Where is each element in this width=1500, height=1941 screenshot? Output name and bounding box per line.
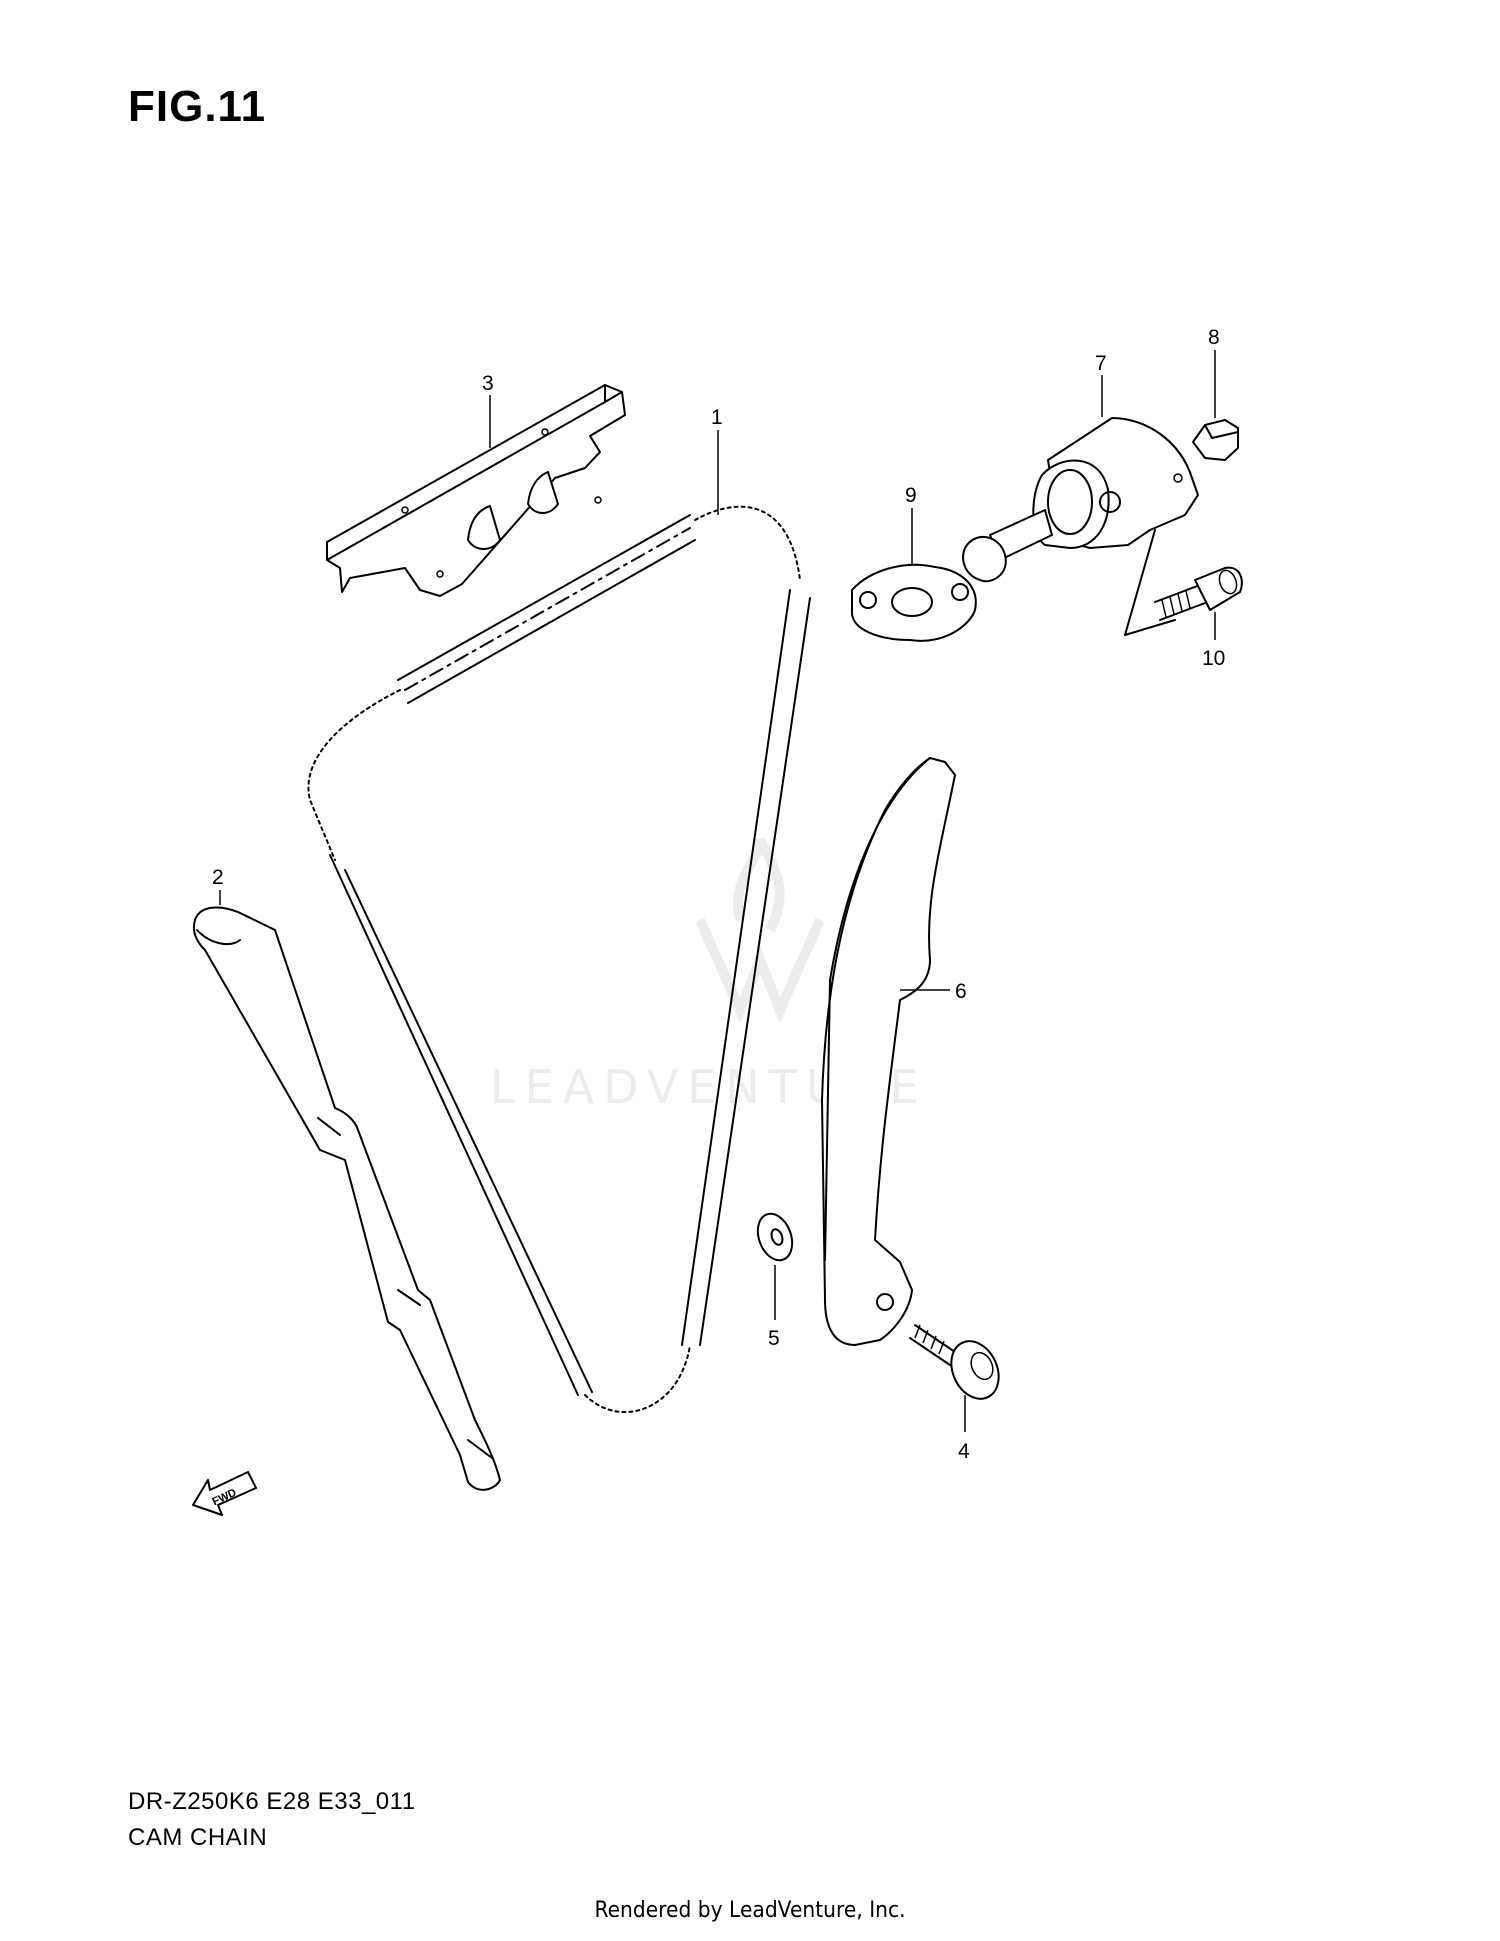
tensioner-gasket [850,508,977,642]
front-cam-chain-guide [192,890,501,1491]
callout-2: 2 [212,866,224,889]
callout-3: 3 [482,372,494,395]
callout-9: 9 [905,484,917,507]
section-name: CAM CHAIN [128,1824,268,1851]
watermark-logo-icon [695,837,825,1023]
tensioner-bolt [1154,566,1243,640]
callout-4: 4 [958,1440,970,1463]
footer-credit: Rendered by LeadVenture, Inc. [594,1898,906,1923]
callout-10: 10 [1202,647,1225,670]
callout-5: 5 [768,1327,780,1350]
callout-7: 7 [1095,352,1107,375]
tensioner-cap-plug [1192,350,1239,461]
upper-cam-chain-guide [326,384,626,597]
callout-8: 8 [1208,326,1220,349]
callout-1: 1 [711,406,723,429]
cam-chain-tensioner [962,375,1199,636]
model-code: DR-Z250K6 E28 E33_011 [128,1788,416,1815]
guide-bolt [909,1324,1000,1432]
figure-title: FIG.11 [128,82,267,131]
forward-direction-arrow-icon: FWD [192,1471,257,1516]
cam-chain [307,430,811,1413]
washer [756,1212,794,1320]
callout-6: 6 [955,980,967,1003]
cam-chain-tensioner-guide [821,757,956,1346]
